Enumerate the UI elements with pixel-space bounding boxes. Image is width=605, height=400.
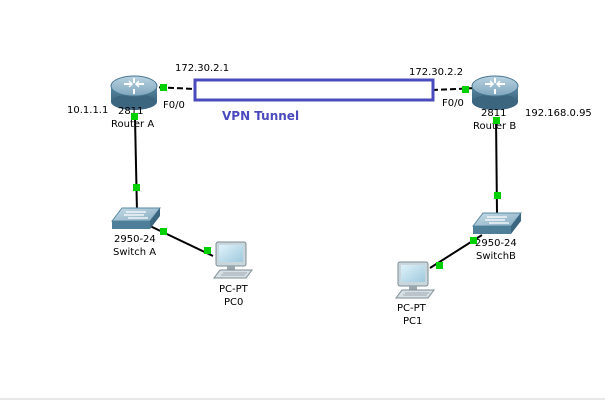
port-up-indicator — [160, 84, 167, 91]
router-a-model: 2811 — [118, 106, 143, 117]
pc1-model: PC-PT — [397, 303, 427, 314]
pc1-name: PC1 — [403, 316, 422, 327]
port-up-indicator — [160, 228, 167, 235]
port-up-indicator — [133, 184, 140, 191]
vpn-tunnel-label: VPN Tunnel — [222, 109, 299, 123]
router-b-lan-ip: 192.168.0.95 — [525, 108, 592, 119]
switch-a-name: Switch A — [113, 247, 156, 258]
port-up-indicator — [131, 113, 138, 120]
links — [134, 86, 498, 269]
switch-b[interactable] — [471, 212, 523, 234]
vpn-tunnel-bar[interactable] — [193, 78, 435, 102]
router-icon — [110, 75, 158, 110]
router-b[interactable] — [471, 75, 519, 110]
link-wan-b — [431, 87, 479, 91]
port-up-indicator — [493, 117, 500, 124]
pc0-name: PC0 — [224, 297, 243, 308]
router-icon — [471, 75, 519, 110]
link-routera-switcha — [134, 117, 138, 213]
port-up-indicator — [204, 247, 211, 254]
router-b-name: Router B — [473, 121, 516, 132]
router-a[interactable] — [110, 75, 158, 110]
router-b-wan-ip: 172.30.2.2 — [409, 67, 463, 78]
router-a-name: Router A — [111, 119, 154, 130]
pc0-model: PC-PT — [219, 284, 249, 295]
switch-icon — [110, 207, 162, 229]
bottom-edge — [0, 398, 605, 400]
router-a-wan-ip: 172.30.2.1 — [175, 63, 229, 74]
router-a-wan-port: F0/0 — [163, 100, 185, 111]
switch-a-model: 2950-24 — [114, 234, 156, 245]
switch-b-name: SwitchB — [476, 251, 516, 262]
port-up-indicator — [462, 86, 469, 93]
vpn-tunnel[interactable]: VPN Tunnel — [193, 78, 435, 123]
port-up-indicator — [436, 262, 443, 269]
pc-icon — [395, 261, 435, 299]
router-a-lan-ip: 10.1.1.1 — [67, 105, 108, 116]
port-up-indicator — [470, 237, 477, 244]
pc0[interactable] — [213, 241, 253, 279]
switch-a[interactable] — [110, 207, 162, 229]
router-b-model: 2811 — [481, 108, 506, 119]
pc1[interactable] — [395, 261, 435, 299]
switch-b-model: 2950-24 — [475, 238, 517, 249]
switch-icon — [471, 212, 523, 234]
pc-icon — [213, 241, 253, 279]
link-wan-a — [149, 86, 197, 90]
port-indicators — [131, 84, 501, 269]
port-up-indicator — [494, 192, 501, 199]
router-b-wan-port: F0/0 — [442, 98, 464, 109]
link-switcha-pc0 — [149, 225, 214, 257]
